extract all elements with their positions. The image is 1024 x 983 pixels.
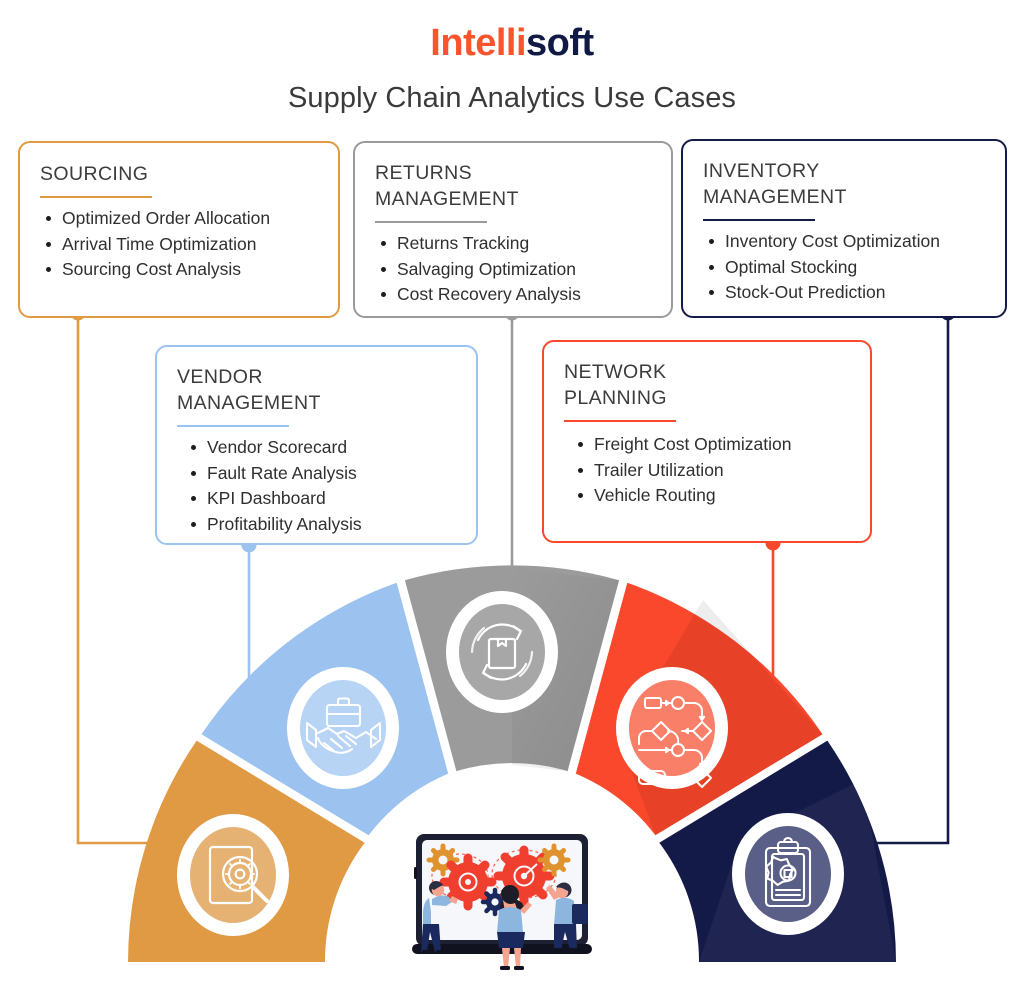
laptop-gears-team-illustration <box>412 834 592 970</box>
card-title-returns-management: RETURNS MANAGEMENT <box>375 162 519 210</box>
list-item: Returns Tracking <box>375 231 651 256</box>
list-item: Vendor Scorecard <box>177 435 456 460</box>
list-item: Stock-Out Prediction <box>703 280 985 305</box>
wheel-icon-network <box>616 667 728 789</box>
wheel-icon-inventory <box>732 813 844 935</box>
brand-logo: Intellisoft <box>0 24 1024 62</box>
list-item: Vehicle Routing <box>564 483 850 508</box>
card-list-network-planning: Freight Cost Optimization Trailer Utiliz… <box>564 432 850 508</box>
list-item: Fault Rate Analysis <box>177 461 456 486</box>
card-title-sourcing: SOURCING <box>40 163 149 185</box>
card-rule-network-planning <box>564 420 676 423</box>
card-rule-vendor-management <box>177 425 289 428</box>
list-item: Inventory Cost Optimization <box>703 229 985 254</box>
gear-red-large-left <box>439 853 497 911</box>
card-vendor-management[interactable]: VENDOR MANAGEMENT Vendor Scorecard Fault… <box>155 345 478 545</box>
card-inventory-management[interactable]: INVENTORY MANAGEMENT Inventory Cost Opti… <box>681 139 1007 318</box>
list-item: Arrival Time Optimization <box>40 232 318 257</box>
page-title: Supply Chain Analytics Use Cases <box>287 82 737 114</box>
wheel-icon-sourcing <box>177 814 289 936</box>
list-item: Freight Cost Optimization <box>564 432 850 457</box>
list-item: KPI Dashboard <box>177 486 456 511</box>
wheel-icon-vendor <box>287 667 399 789</box>
card-rule-returns-management <box>375 221 487 224</box>
logo-text-secondary: soft <box>526 22 594 64</box>
list-item: Profitability Analysis <box>177 512 456 537</box>
card-rule-sourcing <box>40 196 152 199</box>
card-list-sourcing: Optimized Order Allocation Arrival Time … <box>40 206 318 282</box>
card-rule-inventory-management <box>703 219 815 222</box>
list-item: Trailer Utilization <box>564 458 850 483</box>
logo-text-primary: Intelli <box>430 22 527 64</box>
person-center <box>497 885 532 970</box>
card-sourcing[interactable]: SOURCING Optimized Order Allocation Arri… <box>18 141 340 318</box>
list-item: Optimized Order Allocation <box>40 206 318 231</box>
person-right <box>546 882 588 952</box>
card-network-planning[interactable]: NETWORK PLANNING Freight Cost Optimizati… <box>542 340 872 543</box>
card-list-vendor-management: Vendor Scorecard Fault Rate Analysis KPI… <box>177 435 456 537</box>
list-item: Sourcing Cost Analysis <box>40 257 318 282</box>
person-left <box>421 881 458 954</box>
card-list-inventory-management: Inventory Cost Optimization Optimal Stoc… <box>703 229 985 305</box>
card-title-network-planning: NETWORK PLANNING <box>564 361 667 409</box>
card-title-vendor-management: VENDOR MANAGEMENT <box>177 366 321 414</box>
list-item: Salvaging Optimization <box>375 257 651 282</box>
wheel-icon-returns <box>446 591 558 713</box>
card-title-inventory-management: INVENTORY MANAGEMENT <box>703 160 847 208</box>
list-item: Cost Recovery Analysis <box>375 282 651 307</box>
gear-orange-small-right <box>537 843 571 877</box>
card-returns-management[interactable]: RETURNS MANAGEMENT Returns Tracking Salv… <box>353 141 673 318</box>
card-list-returns-management: Returns Tracking Salvaging Optimization … <box>375 231 651 307</box>
list-item: Optimal Stocking <box>703 255 985 280</box>
